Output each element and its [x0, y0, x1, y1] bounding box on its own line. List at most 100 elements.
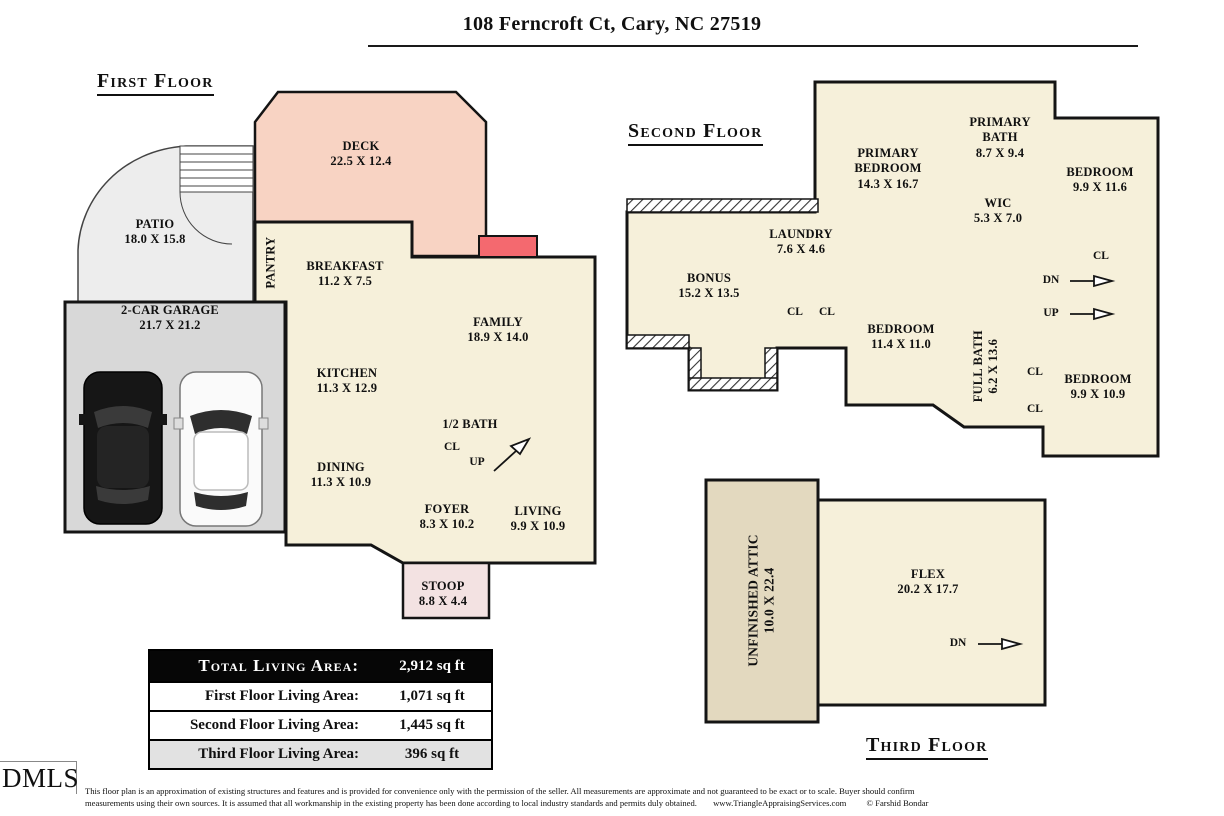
second-floor-heading: Second Floor: [628, 120, 763, 146]
room-label-deck: DECK 22.5 X 12.4: [311, 139, 411, 170]
third-floor-heading: Third Floor: [866, 734, 988, 760]
room-label-foyer: FOYER 8.3 X 10.2: [397, 502, 497, 533]
row-value: 2,912 sq ft: [399, 657, 465, 674]
room-dims: 7.6 X 4.6: [776, 242, 826, 257]
room-label-kitchen: KITCHEN 11.3 X 12.9: [297, 366, 397, 397]
dn-label: DN: [1042, 274, 1060, 286]
room-label-laundry: LAUNDRY 7.6 X 4.6: [751, 227, 851, 258]
table-row-first-floor: First Floor Living Area: 1,071 sq ft: [150, 681, 491, 710]
room-label-breakfast: BREAKFAST 11.2 X 7.5: [285, 259, 405, 290]
room-dims: 11.3 X 12.9: [316, 381, 378, 396]
room-name: PRIMARY BATH: [969, 115, 1031, 145]
table-row-second-floor: Second Floor Living Area: 1,445 sq ft: [150, 710, 491, 739]
room-dims: 11.4 X 11.0: [871, 337, 931, 352]
room-dims: 15.2 X 13.5: [678, 286, 740, 301]
room-dims: 11.2 X 7.5: [317, 274, 373, 289]
room-name: LAUNDRY: [769, 227, 833, 241]
room-dims: 8.8 X 4.4: [418, 594, 468, 609]
stoop-shape: [401, 561, 491, 620]
flex-shape: [816, 498, 1047, 707]
room-label-living: LIVING 9.9 X 10.9: [488, 504, 588, 535]
room-dims: 22.5 X 12.4: [330, 154, 392, 169]
room-name: FULL BATH: [970, 330, 985, 403]
room-dims: 11.3 X 10.9: [310, 475, 372, 490]
room-name: BEDROOM: [867, 322, 935, 336]
row-value: 396 sq ft: [404, 746, 460, 762]
room-name: FLEX: [910, 567, 946, 581]
room-label-wic: WIC 5.3 X 7.0: [958, 196, 1038, 227]
room-label-primary-bath: PRIMARY BATH 8.7 X 9.4: [960, 115, 1040, 161]
table-row-third-floor: Third Floor Living Area: 396 sq ft: [150, 739, 491, 768]
room-name: 1/2 BATH: [442, 417, 498, 431]
first-floor-up-arrow-icon: [493, 437, 532, 472]
room-dims: 8.3 X 10.2: [419, 517, 475, 532]
white-car-icon: [173, 371, 269, 527]
room-label-bedroom-lower-right: BEDROOM 9.9 X 10.9: [1048, 372, 1148, 403]
first-floor-heading: First Floor: [97, 70, 214, 96]
row-label: Total Living Area:: [198, 656, 359, 675]
black-car-icon: [79, 371, 167, 525]
room-name: WIC: [984, 196, 1012, 210]
row-label: Third Floor Living Area:: [198, 746, 359, 762]
room-label-flex: FLEX 20.2 X 17.7: [878, 567, 978, 598]
room-dims: 8.7 X 9.4: [975, 145, 1025, 160]
row-label: First Floor Living Area:: [204, 688, 359, 704]
room-name: BEDROOM: [1066, 165, 1134, 179]
room-label-bedroom-center: BEDROOM 11.4 X 11.0: [851, 322, 951, 353]
closet-label: CL: [819, 306, 835, 318]
room-dims: 5.3 X 7.0: [973, 211, 1023, 226]
row-value: 1,071 sq ft: [399, 688, 465, 704]
copyright-text: © Farshid Bondar: [866, 798, 929, 809]
closet-label: CL: [1027, 366, 1043, 378]
title-divider: [368, 45, 1138, 47]
room-label-half-bath: 1/2 BATH: [420, 417, 520, 432]
room-label-primary-bedroom: PRIMARY BEDROOM 14.3 X 16.7: [843, 146, 933, 192]
room-name: PATIO: [135, 217, 175, 231]
page-title: 108 Ferncroft Ct, Cary, NC 27519: [462, 13, 762, 35]
room-name: PANTRY: [263, 236, 278, 289]
patio-stairs: [179, 145, 254, 245]
row-label: Second Floor Living Area:: [189, 717, 359, 733]
closet-label: CL: [1093, 250, 1109, 262]
up-label: UP: [469, 456, 485, 468]
room-label-garage: 2-CAR GARAGE 21.7 X 21.2: [95, 303, 245, 334]
room-name: 2-CAR GARAGE: [121, 303, 219, 317]
room-name: UNFINISHED ATTIC: [745, 534, 761, 667]
living-area-table: Total Living Area: 2,912 sq ft First Flo…: [148, 649, 493, 770]
room-name: PRIMARY BEDROOM: [854, 146, 922, 176]
room-label-full-bath: FULL BATH 6.2 X 13.6: [971, 310, 1002, 422]
room-dims: 20.2 X 17.7: [897, 582, 959, 597]
appraiser-website: www.TriangleAppraisingServices.com: [713, 798, 847, 809]
room-label-stoop: STOOP 8.8 X 4.4: [393, 579, 493, 610]
room-dims: 9.9 X 10.9: [1070, 387, 1126, 402]
closet-label: CL: [444, 441, 460, 453]
disclaimer-text: This floor plan is an approximation of e…: [85, 785, 1141, 810]
up-label: UP: [1043, 307, 1059, 319]
room-dims: 21.7 X 21.2: [139, 318, 201, 333]
dn-label: DN: [949, 637, 967, 649]
room-dims: 14.3 X 16.7: [857, 176, 919, 191]
closet-label: CL: [787, 306, 803, 318]
room-label-attic: UNFINISHED ATTIC 10.0 X 22.4: [746, 485, 779, 715]
second-floor-dn-arrow-icon: [1070, 274, 1116, 288]
disclaimer-line2-text: measurements using their own sources. It…: [85, 798, 697, 809]
room-label-bedroom-right: BEDROOM 9.9 X 11.6: [1050, 165, 1150, 196]
room-label-patio: PATIO 18.0 X 15.8: [105, 217, 205, 248]
room-name: FAMILY: [473, 315, 523, 329]
disclaimer-line2: measurements using their own sources. It…: [85, 797, 1141, 809]
second-floor-hatch-bands: [626, 198, 819, 391]
room-name: STOOP: [421, 579, 465, 593]
room-label-dining: DINING 11.3 X 10.9: [291, 460, 391, 491]
dmls-logo: DMLS: [0, 761, 80, 794]
room-dims: 6.2 X 13.6: [986, 338, 1000, 394]
room-name: FOYER: [424, 502, 470, 516]
room-dims: 9.9 X 10.9: [510, 519, 566, 534]
room-name: KITCHEN: [316, 366, 378, 380]
room-dims: 18.9 X 14.0: [467, 330, 529, 345]
room-name: BEDROOM: [1064, 372, 1132, 386]
room-dims: 10.0 X 22.4: [762, 567, 777, 634]
room-name: BONUS: [686, 271, 732, 285]
room-name: DINING: [317, 460, 365, 474]
room-name: DECK: [342, 139, 380, 153]
